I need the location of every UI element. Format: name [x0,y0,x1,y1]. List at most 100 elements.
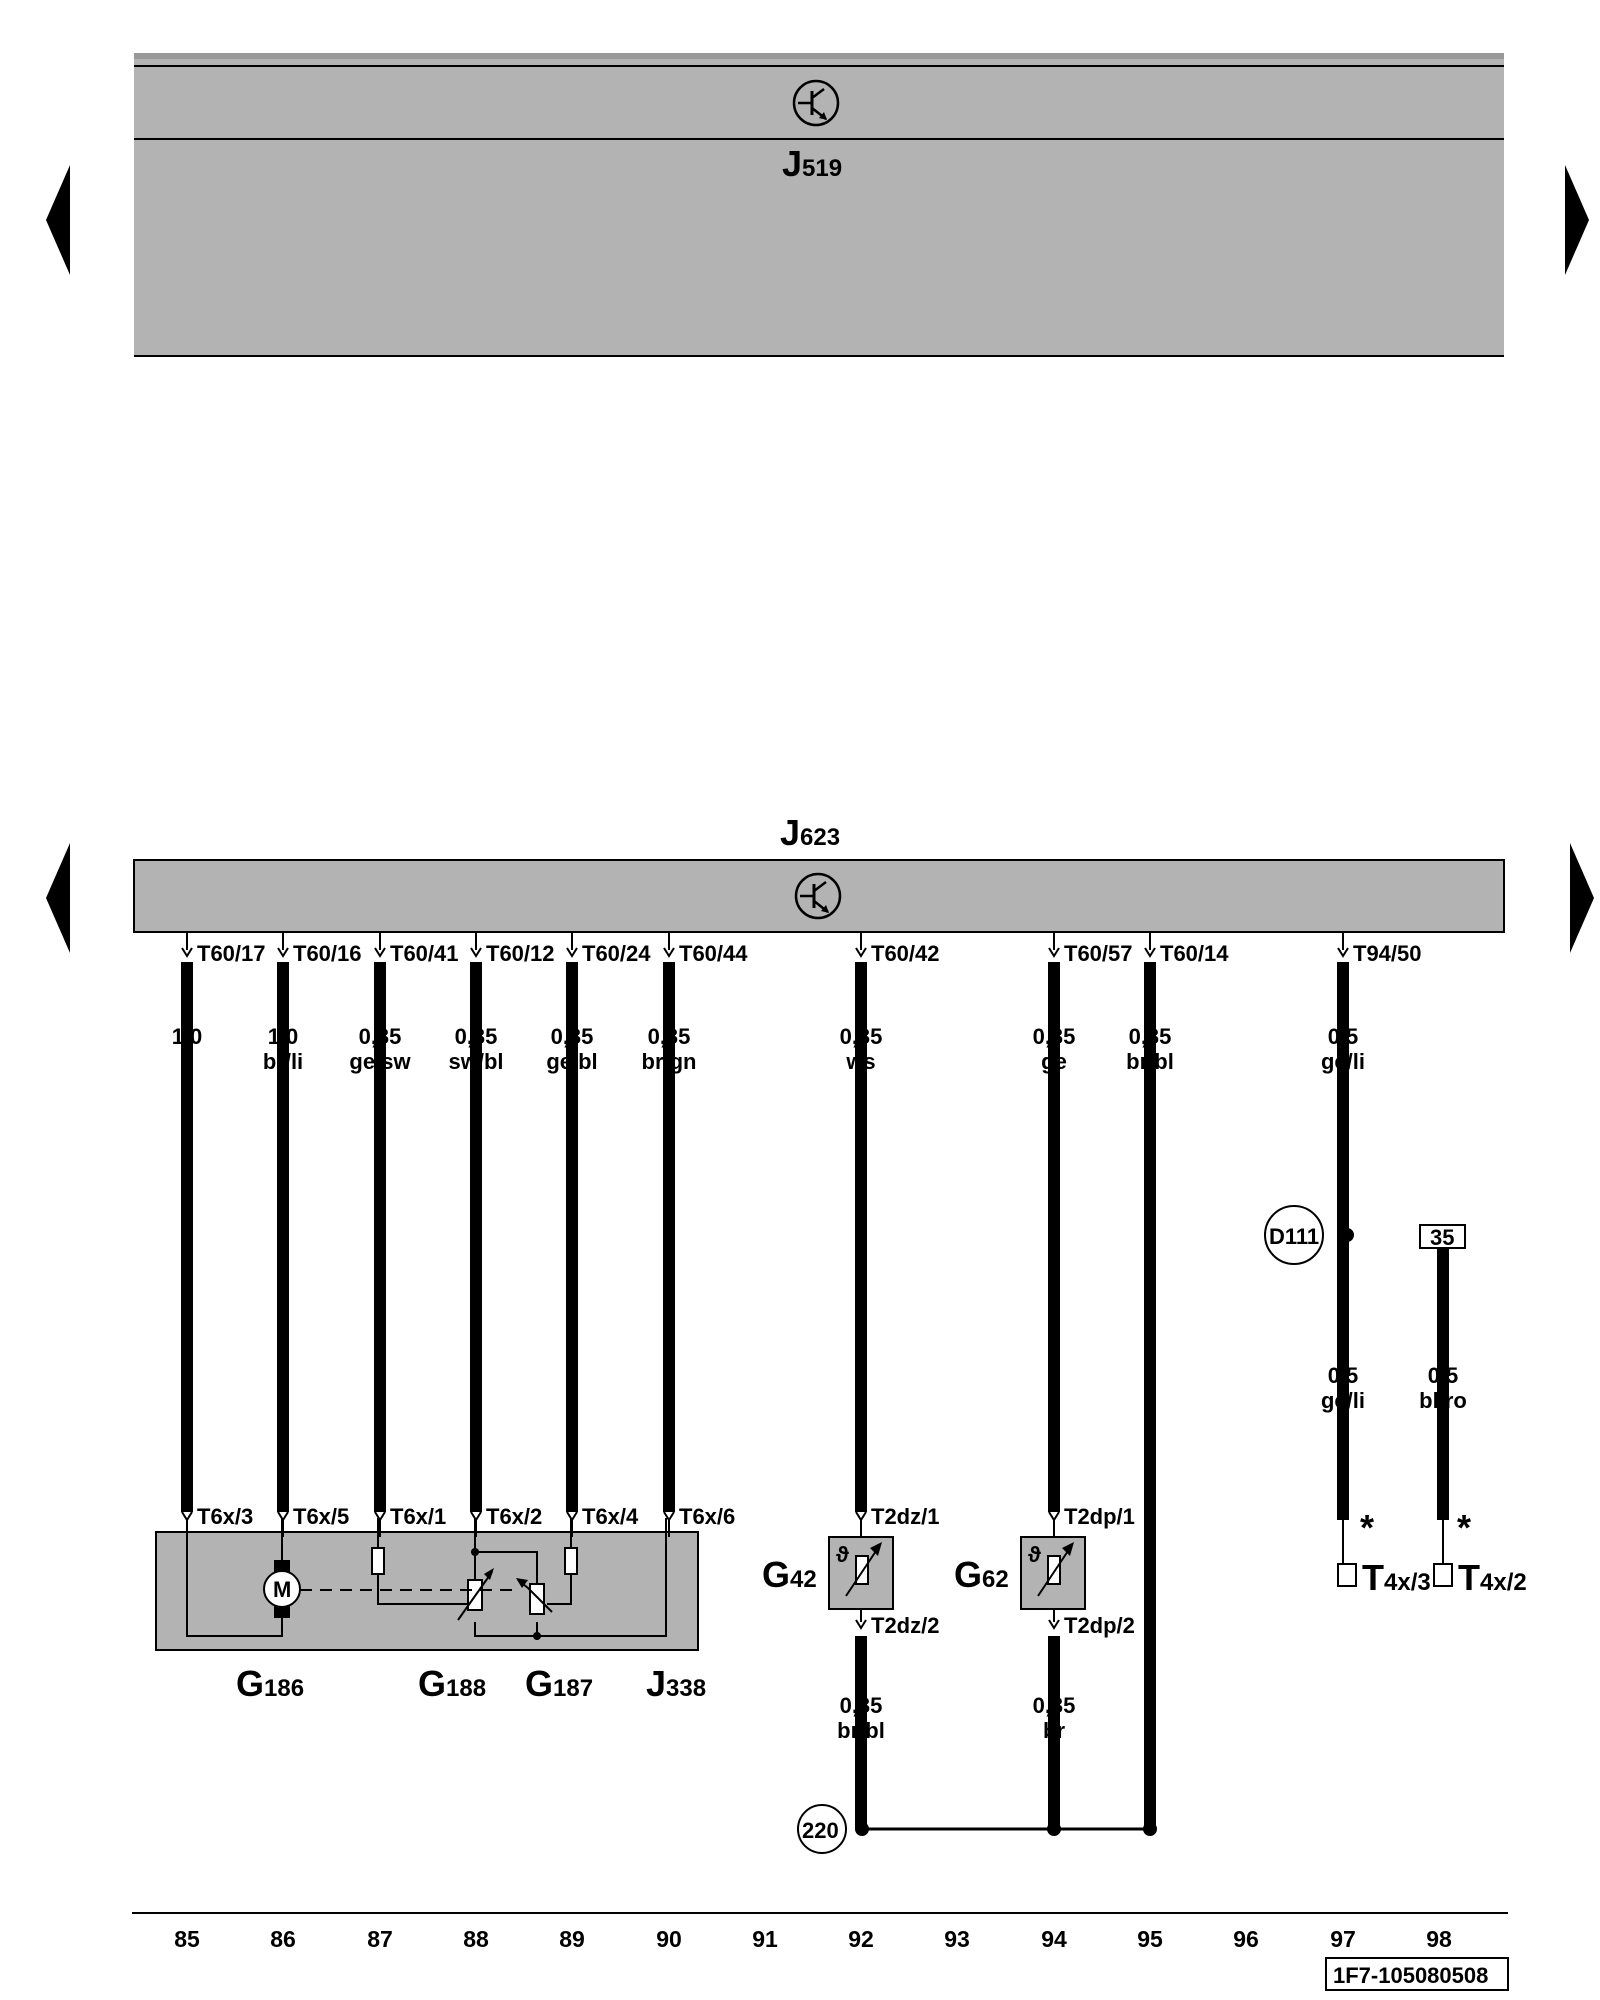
wire-color-label: li [181,1049,193,1074]
prev-page-arrow-icon[interactable] [46,843,70,953]
wire-gauge-label: 1,0 [268,1024,299,1049]
pin-label-top: T60/24 [582,941,651,966]
drawing-code-label: 1F7-105080508 [1333,1963,1488,1988]
wire-color-label: ge/li [1321,1049,1365,1074]
column-number: 88 [463,1926,489,1952]
prev-page-arrow-icon[interactable] [46,165,70,275]
column-number: 92 [848,1926,874,1952]
pin-label-top: T94/50 [1353,941,1422,966]
pin-arrow-icon [1337,947,1349,958]
temperature-sensor-g42: ϑ [828,1536,894,1610]
wire-color-label: ge/li [1321,1388,1365,1413]
ground-bus: 220 [797,1804,1157,1854]
pin-label-bottom: T2dz/2 [871,1613,939,1638]
sensor-symbol: ϑ [836,1542,849,1567]
wire-gauge-label: 0,35 [359,1024,402,1049]
wire-gauge-label: 0,35 [455,1024,498,1049]
pin-arrow-icon [855,1619,867,1630]
pin-label-top: T60/44 [679,941,748,966]
pin-label-top: T60/42 [871,941,940,966]
column-number: 85 [174,1926,200,1952]
pin-arrow-icon [1048,1619,1060,1630]
component-label-g186: G186 [236,1663,304,1704]
pin-label-bottom: T6x/6 [679,1504,735,1529]
wire-gauge-label: 0,35 [840,1024,883,1049]
wire-group: T60/171,0liT6x/3T60/161,0br/liT6x/5T60/4… [172,932,1467,1829]
asterisk-mark: * [1360,1507,1374,1548]
pin-label-top: T60/17 [197,941,266,966]
wire-gauge-label: 0,35 [1033,1693,1076,1718]
wire-color-label: br/bl [837,1718,885,1743]
pin-arrow-icon [277,947,289,958]
wire-color-label: ge/sw [349,1049,411,1074]
wire-color-label: ws [845,1049,875,1074]
pin-label-bottom: T6x/3 [197,1504,253,1529]
unit-label-j623: J623 [780,812,840,853]
transistor-icon [792,79,840,127]
pin-label-bottom: T2dz/1 [871,1504,939,1529]
transistor-icon [794,872,842,920]
terminal-35-label: 35 [1430,1225,1454,1250]
wire-gauge-label: 0,35 [551,1024,594,1049]
pin-label-top: T60/16 [293,941,362,966]
pin-arrow-icon [663,947,675,958]
wire-color-label: br/bl [1126,1049,1174,1074]
column-number: 93 [944,1926,970,1952]
sensor-symbol: ϑ [1028,1542,1041,1567]
connector-t4x2: * T4x/2 [1433,1507,1527,1598]
wire-color-label: ge [1041,1049,1067,1074]
next-page-arrow-icon[interactable] [1570,843,1594,953]
pin-arrow-icon [855,947,867,958]
pin-label-top: T60/12 [486,941,555,966]
column-number: 89 [559,1926,585,1952]
wire-gauge-label: 1,0 [172,1024,203,1049]
asterisk-mark: * [1457,1507,1471,1548]
pin-arrow-icon [1144,947,1156,958]
pin-label-top: T60/41 [390,941,459,966]
unit-label-j519: J519 [782,143,842,184]
temperature-sensor-g62: ϑ [1020,1536,1086,1610]
wire-color-label: br/li [263,1049,303,1074]
wire-color-label: br [1043,1718,1065,1743]
wire-color-label: sw/bl [448,1049,503,1074]
column-number: 97 [1330,1926,1356,1952]
wire-color-label: br/gn [642,1049,697,1074]
connector-t4x2-label: T4x/2 [1458,1557,1527,1598]
wire-gauge-label: 0,5 [1428,1363,1459,1388]
column-number: 90 [656,1926,682,1952]
pin-label-bottom: T6x/1 [390,1504,446,1529]
drawing-code: 1F7-105080508 [1325,1957,1509,1991]
pin-arrow-icon [1048,947,1060,958]
pin-label-bottom: T6x/2 [486,1504,542,1529]
pin-arrow-icon [181,947,193,958]
pin-label-top: T60/14 [1160,941,1229,966]
connector-t4x3: * T4x/3 [1337,1507,1431,1598]
wire-gauge-label: 0,35 [840,1693,883,1718]
control-unit-j623: J623 [133,812,1505,933]
column-number: 96 [1233,1926,1259,1952]
wire-color-label: bl/ro [1419,1388,1467,1413]
component-label-g42: G42 [762,1554,817,1595]
column-number: 86 [270,1926,296,1952]
motor-label: M [273,1577,291,1602]
wire-gauge-label: 0,5 [1328,1024,1359,1049]
component-label-g188: G188 [418,1663,486,1704]
motor-icon: M [263,1560,301,1618]
wire-gauge-label: 0,5 [1328,1363,1359,1388]
connector-t4x3-label: T4x/3 [1362,1557,1431,1598]
wire-gauge-label: 0,35 [648,1024,691,1049]
component-label-j338: J338 [646,1663,706,1704]
control-unit-j519: J519 [134,53,1504,357]
next-page-arrow-icon[interactable] [1565,165,1589,275]
wire-gauge-label: 0,35 [1129,1024,1172,1049]
connection-d111-label: D111 [1269,1224,1319,1249]
wire-color-label: ge/bl [546,1049,597,1074]
terminal-35: 35 [1419,1224,1466,1250]
column-number: 95 [1137,1926,1163,1952]
connection-d111: D111 [1264,1205,1354,1265]
pin-label-top: T60/57 [1064,941,1133,966]
column-number: 98 [1426,1926,1452,1952]
column-number: 91 [752,1926,778,1952]
column-number: 87 [367,1926,393,1952]
